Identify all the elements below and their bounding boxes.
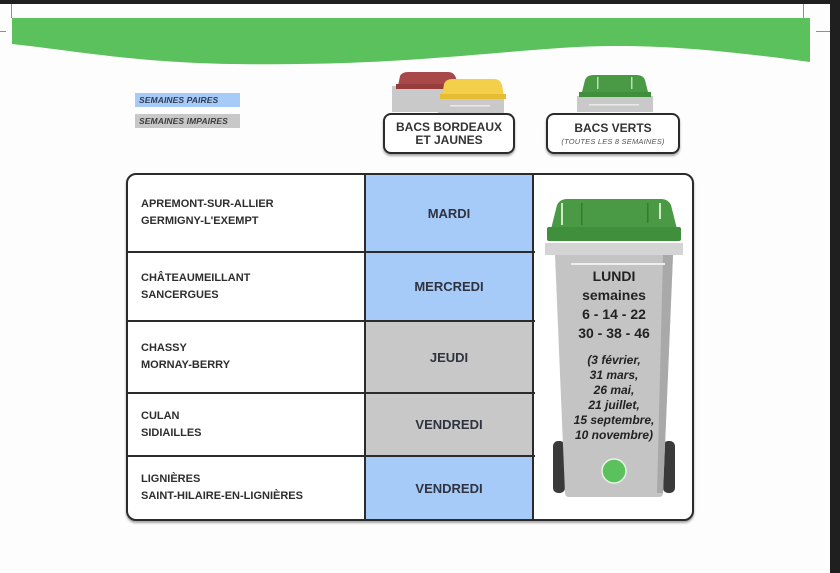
header-green-bins: BACS VERTS (TOUTES LES 8 SEMAINES) — [546, 113, 680, 154]
green-bin-icon — [577, 75, 653, 112]
green-bin-weeks-label: semaines — [582, 287, 646, 303]
collection-day-cell: JEUDI — [366, 322, 534, 392]
green-bin-weeks-line2: 30 - 38 - 46 — [578, 325, 650, 341]
town-name: SANCERGUES — [141, 288, 219, 301]
green-bin-date: (3 février, — [587, 353, 641, 367]
collection-day-cell: MERCREDI — [366, 253, 534, 320]
table-row: APREMONT-SUR-ALLIER GERMIGNY-L'EXEMPT MA… — [128, 175, 535, 253]
towns-cell: CULAN SIDIAILLES — [128, 394, 366, 455]
collection-day-cell: VENDREDI — [366, 394, 534, 455]
town-name: LIGNIÈRES — [141, 473, 201, 485]
towns-cell: CHÂTEAUMEILLANT SANCERGUES — [128, 253, 366, 320]
green-bin-date: 15 septembre, — [573, 413, 655, 427]
green-bin-column: LUNDI semaines 6 - 14 - 22 30 - 38 - 46 … — [535, 175, 692, 519]
towns-cell: CHASSY MORNAY-BERRY — [128, 322, 366, 392]
collection-schedule-table: APREMONT-SUR-ALLIER GERMIGNY-L'EXEMPT MA… — [126, 173, 694, 521]
towns-cell: LIGNIÈRES SAINT-HILAIRE-EN-LIGNIÈRES — [128, 457, 366, 519]
town-name: CULAN — [141, 409, 180, 422]
green-bin-date: 31 mars, — [589, 368, 639, 382]
header-bordeaux-yellow-bins: BACS BORDEAUX ET JAUNES — [383, 113, 515, 154]
town-name: MORNAY-BERRY — [141, 359, 231, 371]
town-name: SIDIAILLES — [141, 426, 202, 439]
town-name: CHÂTEAUMEILLANT — [141, 271, 251, 284]
green-bin-day: LUNDI — [592, 268, 636, 284]
green-bin-date: 21 juillet, — [588, 398, 640, 412]
town-name: GERMIGNY-L'EXEMPT — [141, 215, 259, 227]
collection-day-cell: VENDREDI — [366, 457, 534, 519]
green-bin-date: 10 novembre) — [574, 428, 654, 442]
table-row: CULAN SIDIAILLES VENDREDI — [128, 394, 535, 457]
crop-mark — [0, 31, 6, 32]
header-green-title: BACS VERTS — [574, 120, 652, 135]
town-name: CHASSY — [141, 342, 187, 354]
document-page: SEMAINES PAIRES SEMAINES IMPAIRES BACS B… — [0, 4, 830, 573]
header-bordeaux-line1: BACS BORDEAUX — [395, 119, 502, 134]
header-green-subtitle: (TOUTES LES 8 SEMAINES) — [561, 136, 665, 146]
green-bin-weeks-line1: 6 - 14 - 22 — [582, 306, 646, 322]
table-row: LIGNIÈRES SAINT-HILAIRE-EN-LIGNIÈRES VEN… — [128, 457, 535, 519]
header-bordeaux-line2: ET JAUNES — [415, 132, 483, 147]
bordeaux-yellow-bins-icon — [392, 72, 506, 114]
town-name: SAINT-HILAIRE-EN-LIGNIÈRES — [141, 490, 303, 502]
green-wave-banner — [12, 18, 810, 65]
towns-cell: APREMONT-SUR-ALLIER GERMIGNY-L'EXEMPT — [128, 175, 366, 251]
green-bin-dates: (3 février, 31 mars, 26 mai, 21 juillet,… — [535, 353, 692, 443]
legend-odd-weeks: SEMAINES IMPAIRES — [135, 114, 240, 128]
legend-even-weeks: SEMAINES PAIRES — [135, 93, 240, 107]
table-row: CHASSY MORNAY-BERRY JEUDI — [128, 322, 535, 394]
green-bin-schedule: LUNDI semaines 6 - 14 - 22 30 - 38 - 46 — [535, 267, 692, 343]
collection-day-cell: MARDI — [366, 175, 534, 251]
crop-mark — [11, 4, 12, 18]
table-row: CHÂTEAUMEILLANT SANCERGUES MERCREDI — [128, 253, 535, 322]
crop-mark — [816, 31, 830, 32]
green-bin-date: 26 mai, — [593, 383, 635, 397]
town-name: APREMONT-SUR-ALLIER — [141, 198, 274, 210]
crop-mark — [803, 4, 804, 18]
large-green-bin-icon — [545, 199, 683, 497]
